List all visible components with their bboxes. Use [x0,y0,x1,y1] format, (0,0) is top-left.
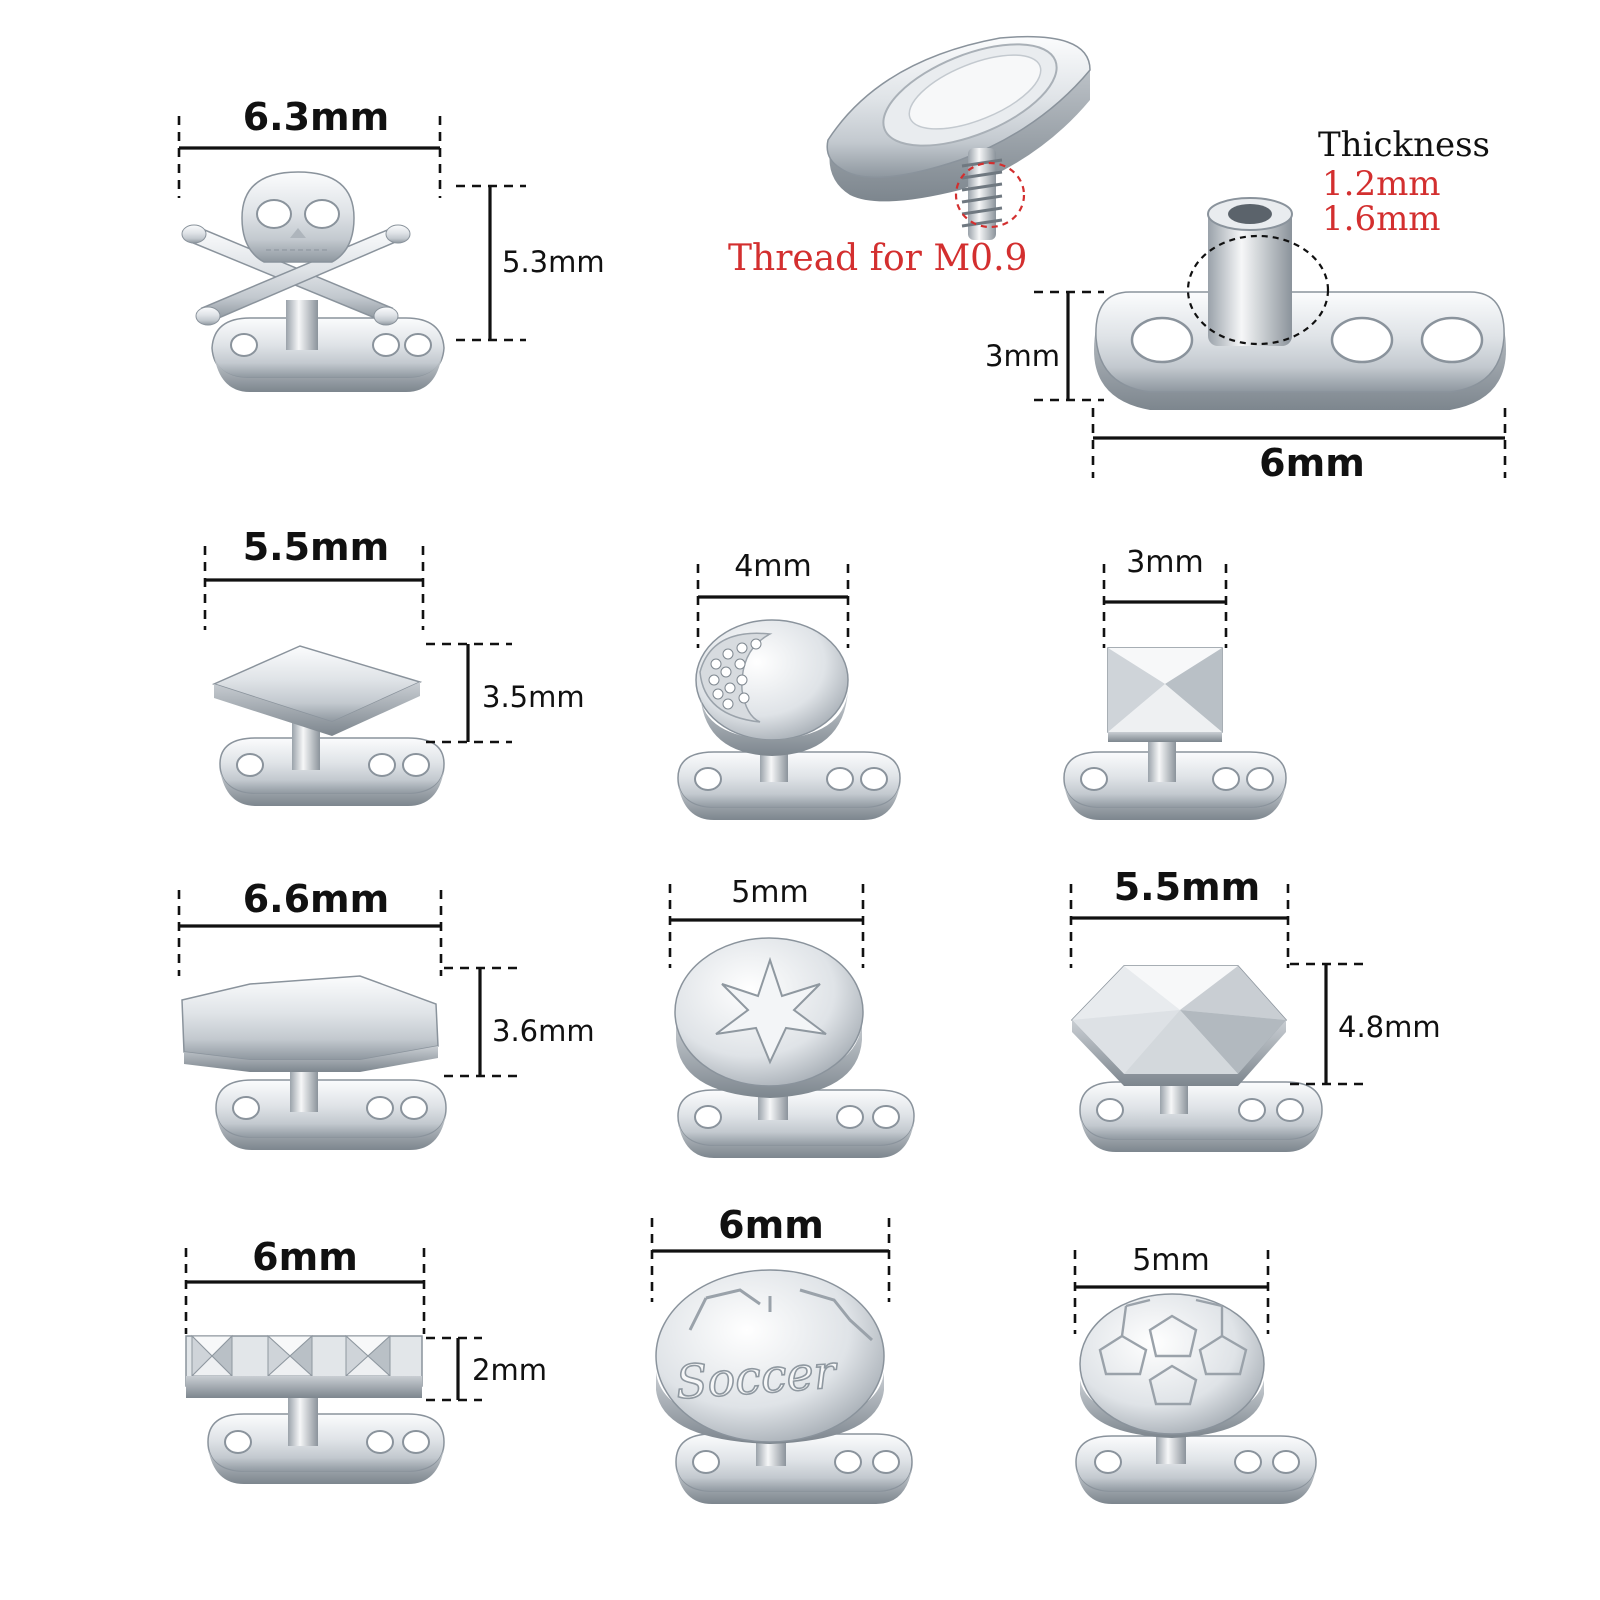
detail-threaded-top: Thread for M0.9 [728,35,1091,279]
skull-top [181,171,411,326]
item-star-round [674,937,915,1158]
width-label-star: 5mm [731,875,809,910]
item-coffin [181,975,447,1150]
item-moon-gem [677,619,901,820]
thickness-value-1: 1.2mm [1322,164,1441,204]
base-width-label: 6mm [1259,441,1365,485]
dermal-base [677,732,901,820]
dermal-base [207,1396,445,1484]
width-label-soccer-ball: 5mm [1132,1243,1210,1278]
width-label-moon: 4mm [734,549,812,584]
thread-highlight-circle [954,161,1026,229]
dermal-base [219,722,445,806]
soccer-engraving: Soccer [674,1344,840,1409]
height-label-coffin: 3.6mm [492,1014,595,1048]
item-skull-crossbones [181,171,445,392]
width-label-hexagon: 5.5mm [1114,865,1261,909]
width-label-square-pyramid: 3mm [1126,545,1204,580]
width-label-skull: 6.3mm [243,95,390,139]
dermal-base [675,1408,913,1504]
thread-label: Thread for M0.9 [728,238,1027,279]
width-label-rhombus: 5.5mm [243,525,390,569]
width-label-coffin: 6.6mm [243,877,390,921]
dermal-base [1079,1070,1323,1152]
item-soccer-ball [1075,1293,1317,1504]
height-label-skull: 5.3mm [502,245,605,279]
dermal-base [1063,734,1287,820]
thickness-value-2: 1.6mm [1322,199,1441,239]
width-label-spike-bar: 6mm [252,1235,358,1279]
dermal-base [211,300,445,392]
height-label-rhombus: 3.5mm [482,680,585,714]
base-height-label: 3mm [985,339,1060,373]
height-label-spike-bar: 2mm [472,1353,547,1387]
post-highlight-circle [1186,234,1330,346]
item-spike-bar [185,1334,445,1484]
item-soccer-text: Soccer [655,1269,913,1504]
dermal-base [215,1062,447,1150]
height-label-hexagon: 4.8mm [1338,1010,1441,1044]
width-label-soccer-text: 6mm [718,1203,824,1247]
detail-dermal-base: Thickness 1.2mm 1.6mm [1094,125,1506,410]
item-square-pyramid [1063,647,1287,820]
item-rhombus [211,645,445,806]
thickness-title: Thickness [1318,125,1490,165]
item-hex-pyramid [1070,965,1323,1152]
dimension-annotations: 6.3mm 5.3mm 3mm 6mm 5.5mm 3.5mm 4mm 3mm … [177,95,1507,1402]
threaded-socket-post [1207,197,1293,346]
